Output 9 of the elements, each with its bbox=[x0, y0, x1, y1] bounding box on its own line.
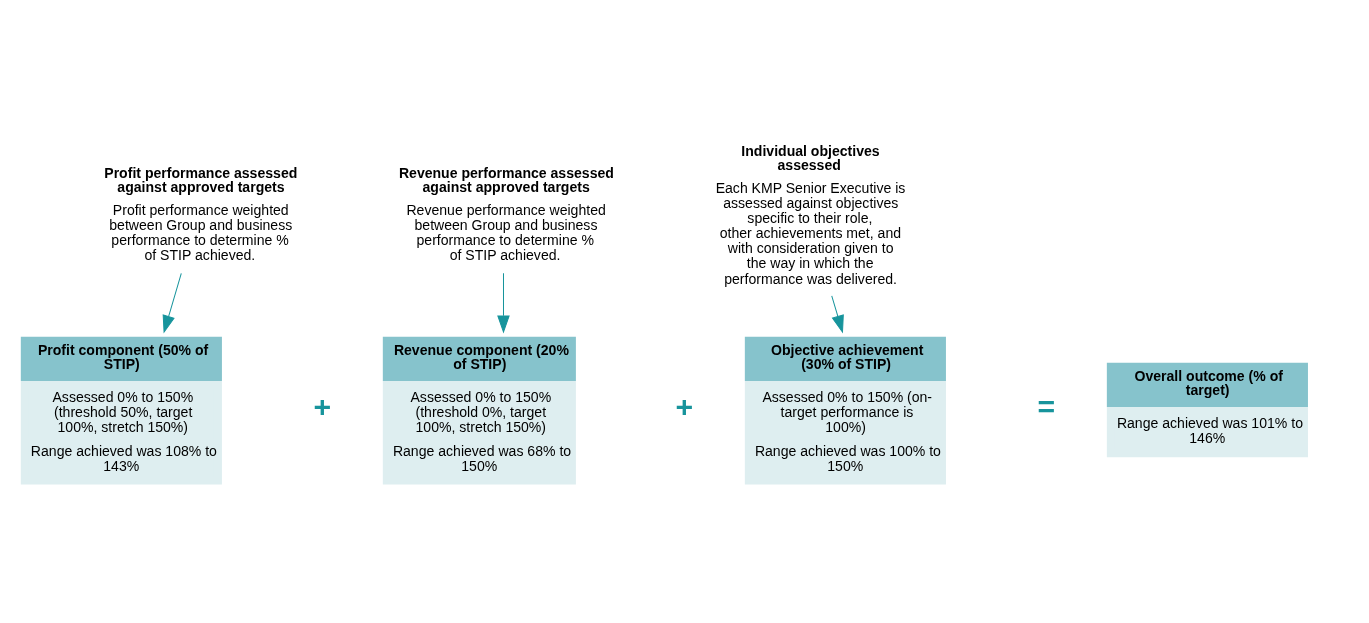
arrow bbox=[497, 272, 510, 334]
node-text: Profit performance assessed against approved targets Profit performance weighted between Group and business performance to determine % of STIP achieved. bbox=[104, 164, 298, 263]
node-text: Revenue performance assessed against approved targets Revenue performance weighted between Group and business performance to determine % of STIP achieved. bbox=[398, 164, 614, 263]
node-text: Individual objectives assessed Each KMP Senior Executive is assessed against objectives specific to their role, other achievements met, and with consideration given to the way in which the performance was delivered. bbox=[715, 142, 906, 287]
label: = bbox=[1037, 389, 1056, 423]
label: + bbox=[675, 389, 694, 423]
label: + bbox=[313, 389, 332, 423]
arrow bbox=[831, 294, 844, 333]
arrow bbox=[162, 272, 182, 333]
